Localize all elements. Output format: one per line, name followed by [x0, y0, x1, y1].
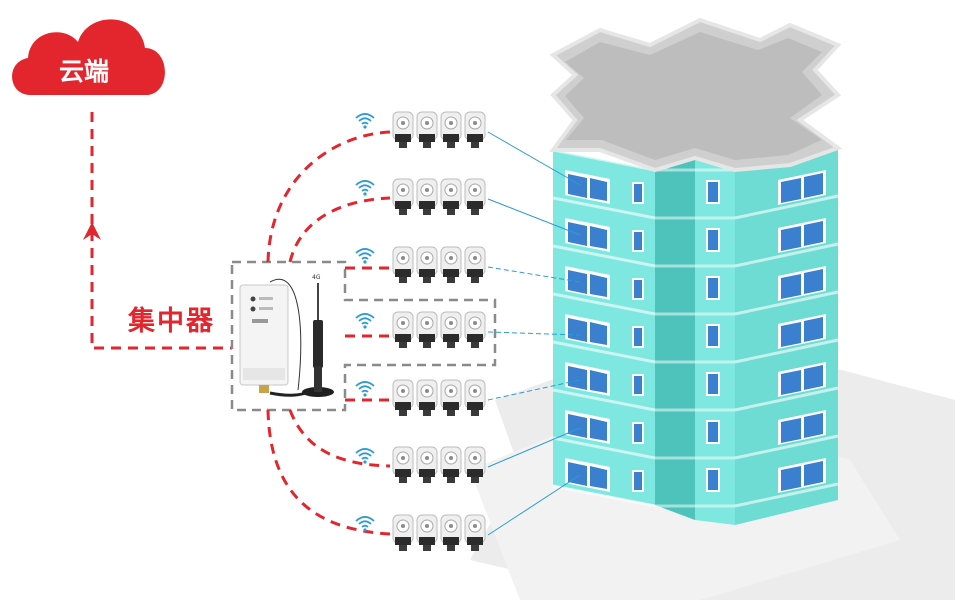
water-meter-icon	[392, 379, 414, 416]
water-meter-icon	[440, 311, 462, 348]
blue-link-4	[487, 331, 581, 336]
water-meter-icon	[464, 178, 486, 215]
water-meter-icon	[440, 246, 462, 283]
water-meter-icon	[464, 246, 486, 283]
wifi-icon	[355, 381, 375, 397]
water-meter-icon	[392, 514, 414, 551]
concentrator-group-box	[230, 260, 497, 412]
water-meter-icon	[416, 514, 438, 551]
water-meter-icon	[464, 514, 486, 551]
antenna-icon: 4G	[269, 274, 334, 397]
blue-link-7	[487, 474, 581, 536]
wifi-icon	[355, 313, 375, 329]
red-link-6	[288, 409, 391, 468]
meter-rows	[355, 111, 486, 551]
water-meter-icon	[440, 178, 462, 215]
red-link-1	[266, 130, 391, 263]
blue-link-1	[487, 131, 581, 186]
uplink-line	[90, 112, 232, 350]
water-meter-icon	[464, 111, 486, 148]
wifi-icon	[355, 516, 375, 532]
water-meter-icon	[392, 178, 414, 215]
water-meter-icon	[464, 311, 486, 348]
water-meter-icon	[464, 446, 486, 483]
cloud-label: 云端	[59, 57, 109, 86]
water-meter-icon	[392, 111, 414, 148]
uplink-arrow-icon	[83, 222, 101, 240]
water-meter-icon	[440, 379, 462, 416]
water-meter-icon	[464, 379, 486, 416]
water-meter-icon	[416, 178, 438, 215]
water-meter-icon	[416, 311, 438, 348]
wifi-icon	[355, 180, 375, 196]
water-meter-icon	[392, 446, 414, 483]
water-meter-icon	[440, 514, 462, 551]
blue-link-2	[487, 198, 581, 236]
water-meter-icon	[416, 111, 438, 148]
building-icon	[549, 17, 843, 525]
red-link-2	[288, 196, 391, 263]
concentrator-device	[239, 284, 289, 393]
cloud-icon: 云端	[12, 19, 165, 95]
water-meter-icon	[440, 446, 462, 483]
water-meter-icon	[392, 246, 414, 283]
water-meter-icon	[416, 446, 438, 483]
red-link-7	[266, 409, 391, 536]
concentrator-label: 集中器	[127, 305, 215, 337]
water-meter-icon	[416, 246, 438, 283]
blue-link-6	[487, 427, 581, 468]
antenna-label: 4G	[312, 274, 321, 281]
wifi-icon	[355, 248, 375, 264]
wifi-icon	[355, 113, 375, 129]
water-meter-icon	[416, 379, 438, 416]
wifi-icon	[355, 448, 375, 464]
water-meter-icon	[392, 311, 414, 348]
water-meter-icon	[440, 111, 462, 148]
